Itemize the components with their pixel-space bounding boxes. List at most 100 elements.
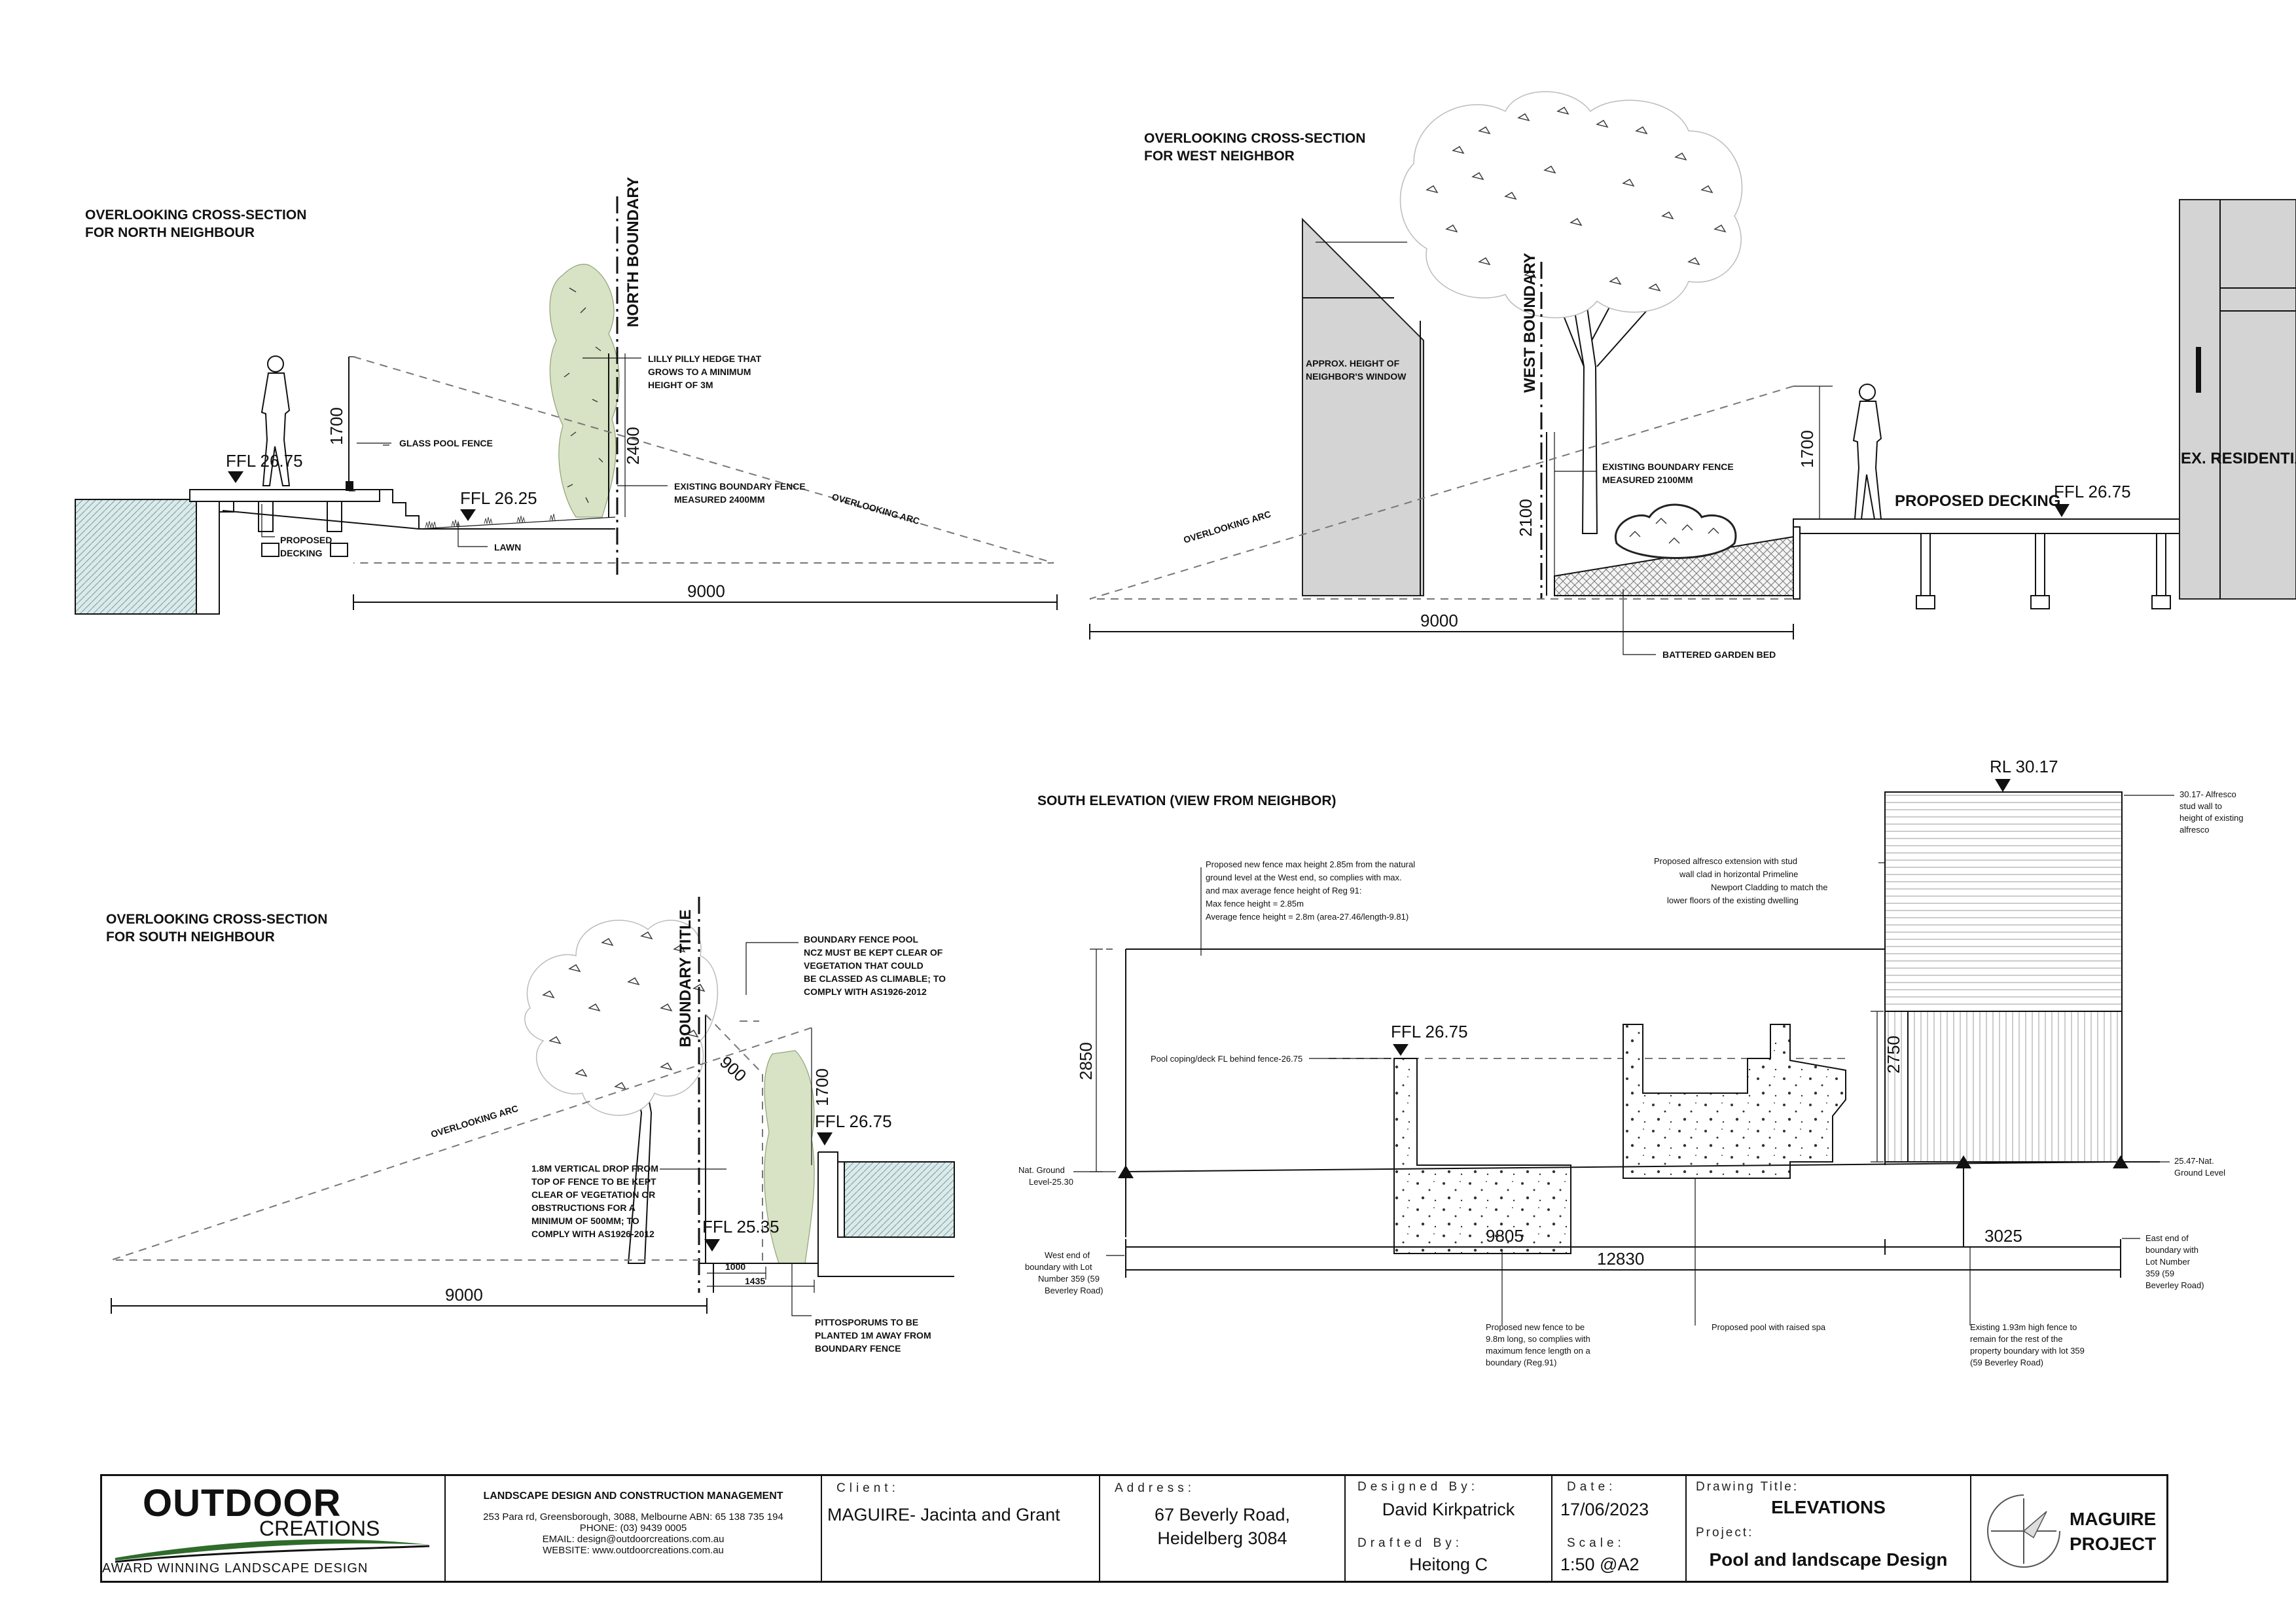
south-dim-total-line [111, 1298, 708, 1314]
elevation-fence-note-2: ground level at the West end, so complie… [1206, 873, 1402, 882]
north-lawn-grass [425, 513, 556, 528]
address-line-1: 67 Beverly Road, [1154, 1505, 1291, 1525]
west-dim-person: 1700 [1797, 430, 1817, 468]
elevation-pool-note: Proposed pool with raised spa [1712, 1322, 1826, 1332]
elevation-fence-note-3: and max average fence height of Reg 91: [1206, 886, 1362, 895]
south-ncz-note-5: COMPLY WITH AS1926-2012 [804, 986, 927, 997]
elevation-nat-right-2: Ground Level [2174, 1168, 2225, 1178]
west-fence-note-2: MEASURED 2100MM [1602, 475, 1693, 485]
south-ncz-note-3: VEGETATION THAT COULD [804, 960, 924, 971]
scale-value: 1:50 @A2 [1560, 1555, 1640, 1574]
south-dim-1435: 1435 [745, 1276, 765, 1286]
date-value: 17/06/2023 [1560, 1500, 1649, 1519]
drawing-title-cell: Drawing Title: ELEVATIONS Project: Pool … [1687, 1476, 1971, 1581]
company-cell: LANDSCAPE DESIGN AND CONSTRUCTION MANAGE… [446, 1476, 822, 1581]
west-title-line2: FOR WEST NEIGHBOR [1144, 149, 1295, 164]
north-fence-note-1: EXISTING BOUNDARY FENCE [674, 481, 806, 492]
elevation-east-end-3: Lot Number [2145, 1257, 2191, 1267]
logo-cell: OUTDOOR CREATIONS AWARD WINNING LANDSCAP… [102, 1476, 446, 1581]
elevation-new-fence-note-3: maximum fence length on a [1486, 1346, 1590, 1356]
scale-caption: Scale: [1567, 1536, 1625, 1550]
south-dim-900: 900 [716, 1052, 750, 1085]
west-ffl: FFL 26.75 [2054, 482, 2131, 501]
north-hedge-note-2: GROWS TO A MINIMUM [648, 367, 751, 377]
north-hedge-note-1: LILLY PILLY HEDGE THAT [648, 353, 762, 364]
elevation-stud-note-2: stud wall to [2179, 801, 2222, 811]
south-title-line2: FOR SOUTH NEIGHBOUR [106, 929, 275, 945]
south-drop-note-3: CLEAR OF VEGETATION OR [531, 1189, 655, 1200]
date-cell: Date: 17/06/2023 Scale: 1:50 @A2 [1552, 1476, 1687, 1581]
north-fence-note-2: MEASURED 2400MM [674, 494, 764, 505]
elevation-coping-note: Pool coping/deck FL behind fence-26.75 [1151, 1054, 1302, 1064]
elevation-existing-fence-note-3: property boundary with lot 359 [1970, 1346, 2085, 1356]
elevation-stud-note-1: 30.17- Alfresco [2179, 789, 2236, 799]
elevation-nat-left-2: Level-25.30 [1029, 1177, 1073, 1187]
south-drop-note-2: TOP OF FENCE TO BE KEPT [531, 1176, 656, 1187]
elevation-existing-fence-note-2: remain for the rest of the [1970, 1334, 2063, 1344]
north-pool [75, 499, 197, 615]
west-window-note-2: NEIGHBOR'S WINDOW [1306, 371, 1407, 382]
north-title-line2: FOR NORTH NEIGHBOUR [85, 225, 255, 240]
south-dim-1000: 1000 [725, 1261, 745, 1272]
elevation-west-end-1: West end of [1045, 1250, 1090, 1260]
west-decking-label: PROPOSED DECKING [1895, 492, 2060, 510]
client-value: MAGUIRE- Jacinta and Grant [827, 1505, 1060, 1525]
elevation-fence-note-5: Average fence height = 2.8m (area-27.46/… [1206, 912, 1408, 922]
north-glass-note: GLASS POOL FENCE [399, 438, 493, 448]
south-arc-label: OVERLOOKING ARC [429, 1103, 519, 1140]
address-line-2: Heidelberg 3084 [1157, 1528, 1287, 1548]
logo-swoosh [115, 1539, 430, 1563]
west-title-line1: OVERLOOKING CROSS-SECTION [1144, 131, 1365, 146]
south-drop-note-4: OBSTRUCTIONS FOR A [531, 1202, 636, 1213]
south-ncz-note-4: BE CLASSED AS CLIMABLE; TO [804, 973, 946, 984]
north-deck [189, 489, 380, 502]
logo-main: OUTDOOR [143, 1482, 342, 1525]
elevation-west-end-3: Number 359 (59 [1038, 1274, 1100, 1284]
north-lawn-note: LAWN [494, 542, 521, 552]
north-title-line1: OVERLOOKING CROSS-SECTION [85, 208, 306, 223]
elevation-dim-2750: 2750 [1884, 1036, 1903, 1074]
north-person-figure [260, 355, 291, 486]
south-ncz-note-2: NCZ MUST BE KEPT CLEAR OF [804, 947, 943, 958]
drawing-title-caption: Drawing Title: [1696, 1480, 1799, 1494]
elevation-east-end-5: Beverley Road) [2145, 1280, 2204, 1290]
south-dim-total: 9000 [445, 1285, 483, 1305]
elevation-east-end-4: 359 (59 [2145, 1269, 2174, 1278]
south-dim-1700: 1700 [812, 1068, 832, 1106]
west-window-note-1: APPROX. HEIGHT OF [1306, 358, 1400, 369]
south-pitto-note-2: PLANTED 1M AWAY FROM [815, 1330, 931, 1341]
designed-value: David Kirkpatrick [1382, 1500, 1515, 1519]
elevation-nat-left-1: Nat. Ground [1018, 1165, 1065, 1175]
elevation-raised-spa [1623, 1024, 1846, 1179]
drafted-caption: Drafted By: [1357, 1536, 1463, 1550]
north-arrow-icon [1987, 1494, 2060, 1568]
north-hedge [549, 264, 620, 518]
west-dim-total: 9000 [1420, 611, 1458, 630]
elevation-rl: RL 30.17 [1990, 757, 2058, 776]
west-existing-residential [2179, 199, 2296, 600]
north-overlooking-arc [353, 356, 1054, 564]
company-email: EMAIL: design@outdoorcreations.com.au [542, 1534, 725, 1545]
west-garden-note: BATTERED GARDEN BED [1662, 649, 1776, 660]
title-block: OUTDOOR CREATIONS AWARD WINNING LANDSCAP… [100, 1474, 2168, 1583]
designed-caption: Designed By: [1357, 1480, 1479, 1494]
south-elevation: SOUTH ELEVATION (VIEW FROM NEIGHBOR) RL … [1018, 757, 2244, 1367]
west-section: OVERLOOKING CROSS-SECTION FOR WEST NEIGH… [1089, 91, 2296, 660]
elevation-new-fence-note-2: 9.8m long, so complies with [1486, 1334, 1590, 1344]
project-caption: Project: [1696, 1526, 1754, 1540]
date-caption: Date: [1567, 1480, 1617, 1494]
west-overlooking-arc [1089, 386, 1794, 600]
north-dim-total-line [353, 594, 1058, 610]
logo-tagline: AWARD WINNING LANDSCAPE DESIGN [102, 1561, 368, 1576]
elevation-stud-note-3: height of existing [2179, 813, 2244, 823]
elevation-dim-9805: 9805 [1486, 1226, 1524, 1246]
south-drop-note-1: 1.8M VERTICAL DROP FROM [531, 1163, 658, 1174]
elevation-stud-note-4: alfresco [2179, 825, 2210, 835]
elevation-alfresco-note-1: Proposed alfresco extension with stud [1654, 856, 1797, 866]
south-title-line1: OVERLOOKING CROSS-SECTION [106, 912, 327, 927]
elevation-dim-3025: 3025 [1984, 1226, 2022, 1246]
company-heading: LANDSCAPE DESIGN AND CONSTRUCTION MANAGE… [483, 1490, 783, 1502]
west-dim-fence: 2100 [1516, 499, 1535, 537]
elevation-dim-2850: 2850 [1076, 1042, 1096, 1080]
client-cell: Client: MAGUIRE- Jacinta and Grant [822, 1476, 1100, 1581]
